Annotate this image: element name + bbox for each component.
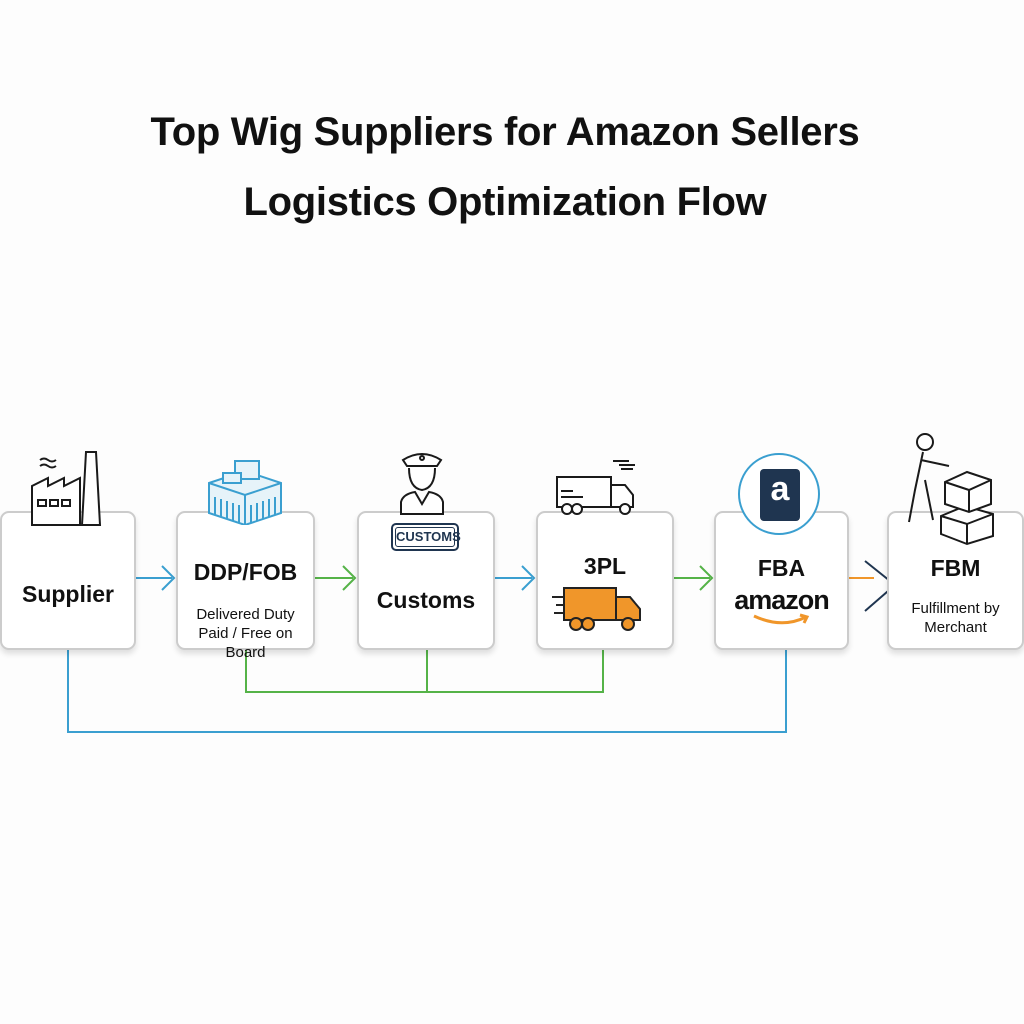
node-label: DDP/FOB [193,559,298,585]
customs-sign: CUSTOMS [395,527,461,547]
node-label: FBA [757,555,806,581]
truck-icon [556,460,635,515]
amazon-logo-icon: a [738,453,820,535]
node-subtitle: Delivered Duty Paid / Free on Board [196,606,295,661]
amazon-smile-icon [753,613,810,625]
customs-officer-icon [400,453,444,515]
title-line-2: Logistics Optimization Flow [243,180,767,224]
title-line-1: Top Wig Suppliers for Amazon Sellers [150,110,860,154]
arrow-3pl-fba [674,565,714,591]
green-bottom-connector [245,650,604,693]
node-label: Supplier [21,581,114,607]
amazon-logo-letter: a [760,469,800,521]
arrow-ddp-customs [315,565,357,591]
blue-bottom-connector [67,650,787,733]
shipping-container-icon [208,460,282,525]
orange-truck-icon [552,587,641,631]
node-label: 3PL [583,553,627,579]
node-label: FBM [930,555,981,581]
node-subtitle: Fulfillment by Merchant [911,600,1000,636]
amazon-wordmark: amazon [734,585,830,615]
node-3pl[interactable]: 3PL [536,511,674,650]
node-supplier[interactable]: Supplier [0,511,136,650]
node-ddp-fob[interactable]: DDP/FOB Delivered Duty Paid / Free on Bo… [176,511,315,661]
factory-icon [31,451,102,526]
worker-boxes-icon [908,433,994,546]
arrow-supplier-ddp [136,565,176,591]
arrow-customs-3pl [495,565,536,591]
node-label: Customs [376,587,476,613]
node-customs[interactable]: CUSTOMS Customs [357,511,495,650]
